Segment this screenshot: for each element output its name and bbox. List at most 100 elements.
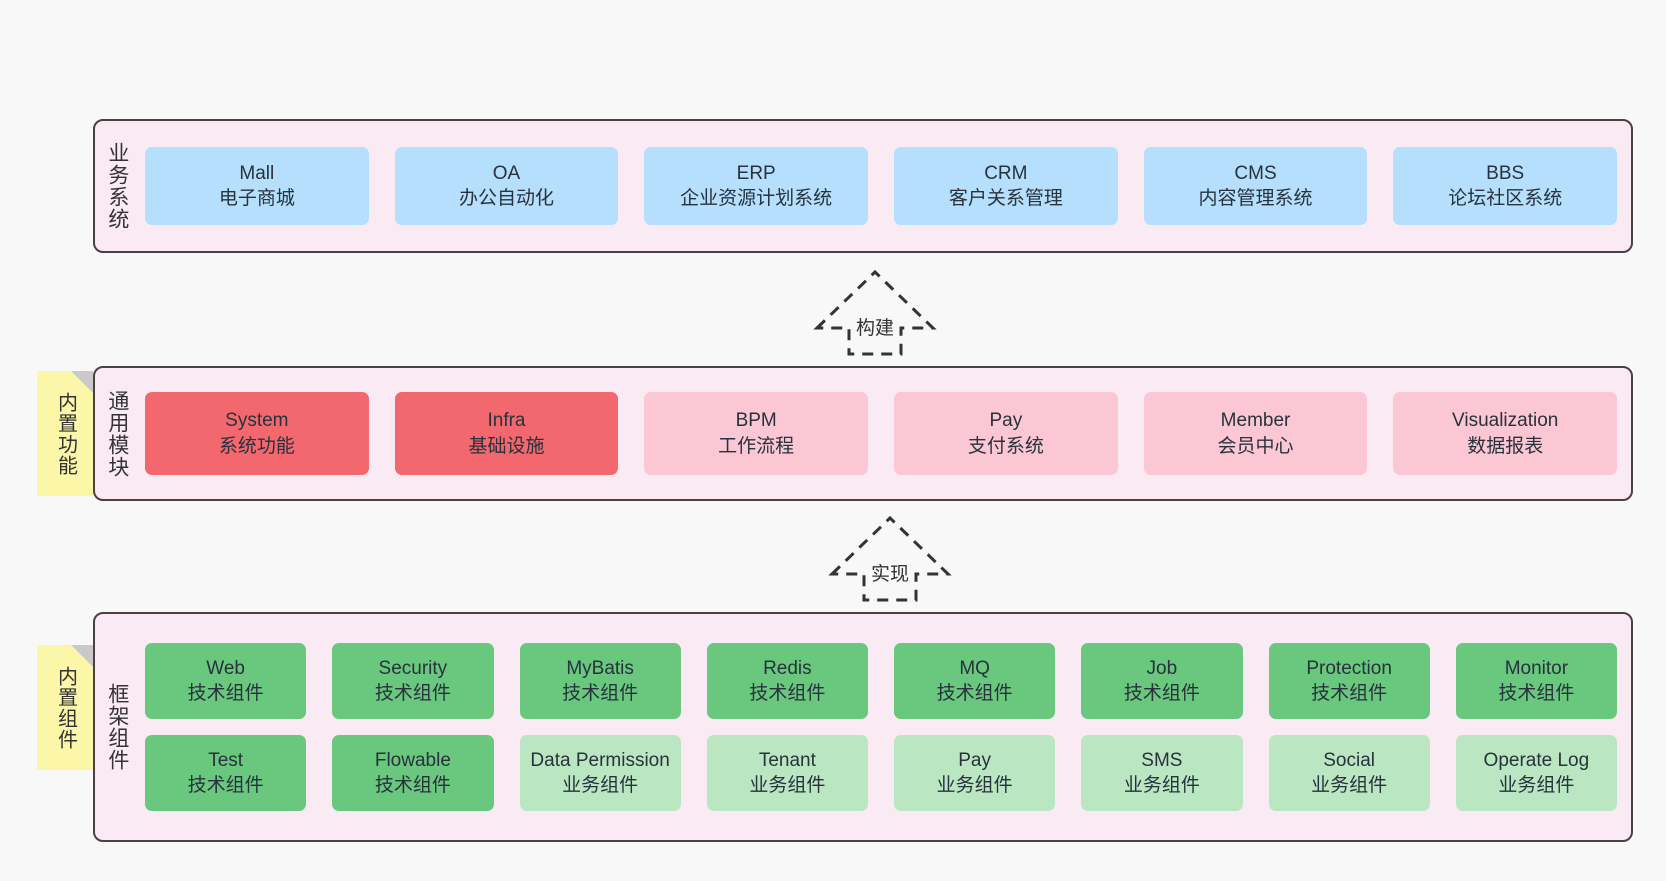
card-subtitle: 客户关系管理 xyxy=(948,188,1063,209)
card-title: Infra xyxy=(487,410,526,432)
framework-card-protection[interactable]: Protection 技术组件 xyxy=(1268,643,1430,719)
card-title: Redis xyxy=(763,657,812,679)
card-subtitle: 工作流程 xyxy=(718,435,795,457)
framework-card-test[interactable]: Test 技术组件 xyxy=(145,735,307,811)
card-title: System xyxy=(225,410,289,432)
note-builtin-components: 内置组件 xyxy=(37,645,93,770)
card-subtitle: 技术组件 xyxy=(187,683,264,704)
note-builtin-features: 内置功能 xyxy=(37,371,93,496)
common-module-card-pay[interactable]: Pay 支付系统 xyxy=(894,392,1118,475)
business-system-card-cms[interactable]: CMS 内容管理系统 xyxy=(1143,147,1368,225)
card-subtitle: 基础设施 xyxy=(468,435,545,457)
card-title: Job xyxy=(1146,657,1178,679)
framework-card-data-permission[interactable]: Data Permission 业务组件 xyxy=(519,735,681,811)
card-title: Test xyxy=(208,749,244,771)
implement-arrow-shape xyxy=(828,515,952,602)
card-title: Protection xyxy=(1306,657,1392,679)
framework-card-mq[interactable]: MQ 技术组件 xyxy=(894,643,1056,719)
framework-card-tenant[interactable]: Tenant 业务组件 xyxy=(706,735,868,811)
card-subtitle: 技术组件 xyxy=(374,683,451,704)
card-title: Tenant xyxy=(758,749,816,771)
card-subtitle: 会员中心 xyxy=(1217,435,1294,457)
card-subtitle: 业务组件 xyxy=(562,775,639,796)
card-title: OA xyxy=(492,162,521,184)
card-subtitle: 内容管理系统 xyxy=(1198,188,1313,209)
framework-card-monitor[interactable]: Monitor 技术组件 xyxy=(1455,643,1617,719)
card-title: SMS xyxy=(1141,749,1183,771)
card-subtitle: 业务组件 xyxy=(1498,775,1575,796)
note-fold-corner-icon xyxy=(71,371,93,393)
card-subtitle: 数据报表 xyxy=(1467,435,1544,457)
card-subtitle: 业务组件 xyxy=(749,775,826,796)
card-title: Data Permission xyxy=(530,749,670,771)
framework-card-sms[interactable]: SMS 业务组件 xyxy=(1081,735,1243,811)
common-module-card-infra[interactable]: Infra 基础设施 xyxy=(394,392,619,475)
note-builtin-features-label: 内置功能 xyxy=(54,391,77,476)
card-title: CRM xyxy=(984,162,1028,184)
build-arrow-shape xyxy=(813,269,937,356)
card-title: Web xyxy=(206,657,245,679)
framework-card-flowable[interactable]: Flowable 技术组件 xyxy=(332,735,494,811)
card-subtitle: 技术组件 xyxy=(562,683,639,704)
framework-card-operate-log[interactable]: Operate Log 业务组件 xyxy=(1455,735,1617,811)
common-module-card-member[interactable]: Member 会员中心 xyxy=(1143,392,1368,475)
framework-card-security[interactable]: Security 技术组件 xyxy=(332,643,494,719)
card-title: MyBatis xyxy=(566,657,634,679)
common-module-card-bpm[interactable]: BPM 工作流程 xyxy=(644,392,869,475)
card-title: MQ xyxy=(959,657,990,679)
card-title: Mall xyxy=(239,162,275,184)
card-subtitle: 办公自动化 xyxy=(459,188,555,209)
card-title: Operate Log xyxy=(1483,749,1590,771)
business-system-layer-title: 业务系统 xyxy=(105,142,129,230)
card-title: BBS xyxy=(1486,162,1525,184)
note-builtin-components-label: 内置组件 xyxy=(54,665,77,750)
card-title: Pay xyxy=(989,410,1023,432)
card-title: ERP xyxy=(736,162,776,184)
framework-card-social[interactable]: Social 业务组件 xyxy=(1268,735,1430,811)
card-subtitle: 技术组件 xyxy=(374,775,451,796)
business-system-card-oa[interactable]: OA 办公自动化 xyxy=(394,147,619,225)
card-subtitle: 技术组件 xyxy=(1311,683,1388,704)
card-subtitle: 业务组件 xyxy=(1311,775,1388,796)
card-title: Flowable xyxy=(374,749,451,771)
card-title: Security xyxy=(378,657,448,679)
card-title: CMS xyxy=(1234,162,1277,184)
card-title: Member xyxy=(1220,410,1291,432)
connector-build: 构建 xyxy=(795,262,955,358)
framework-component-layer-title: 框架组件 xyxy=(105,683,129,771)
card-subtitle: 技术组件 xyxy=(187,775,264,796)
card-subtitle: 技术组件 xyxy=(1123,683,1200,704)
common-module-layer-title: 通用模块 xyxy=(105,389,129,478)
card-title: Monitor xyxy=(1504,657,1569,679)
connector-implement-label: 实现 xyxy=(870,564,909,585)
framework-card-mybatis[interactable]: MyBatis 技术组件 xyxy=(519,643,681,719)
card-subtitle: 业务组件 xyxy=(936,775,1013,796)
card-subtitle: 技术组件 xyxy=(1498,683,1575,704)
business-system-card-crm[interactable]: CRM 客户关系管理 xyxy=(894,147,1118,225)
framework-card-job[interactable]: Job 技术组件 xyxy=(1081,643,1243,719)
framework-card-web[interactable]: Web 技术组件 xyxy=(145,643,307,719)
framework-card-pay[interactable]: Pay 业务组件 xyxy=(894,735,1056,811)
card-subtitle: 业务组件 xyxy=(1123,775,1200,796)
card-title: BPM xyxy=(735,410,777,432)
card-title: Pay xyxy=(958,749,991,771)
card-subtitle: 技术组件 xyxy=(936,683,1013,704)
card-subtitle: 支付系统 xyxy=(967,435,1044,457)
card-subtitle: 论坛社区系统 xyxy=(1448,188,1563,209)
business-system-card-bbs[interactable]: BBS 论坛社区系统 xyxy=(1393,147,1618,225)
card-title: Social xyxy=(1323,749,1375,771)
